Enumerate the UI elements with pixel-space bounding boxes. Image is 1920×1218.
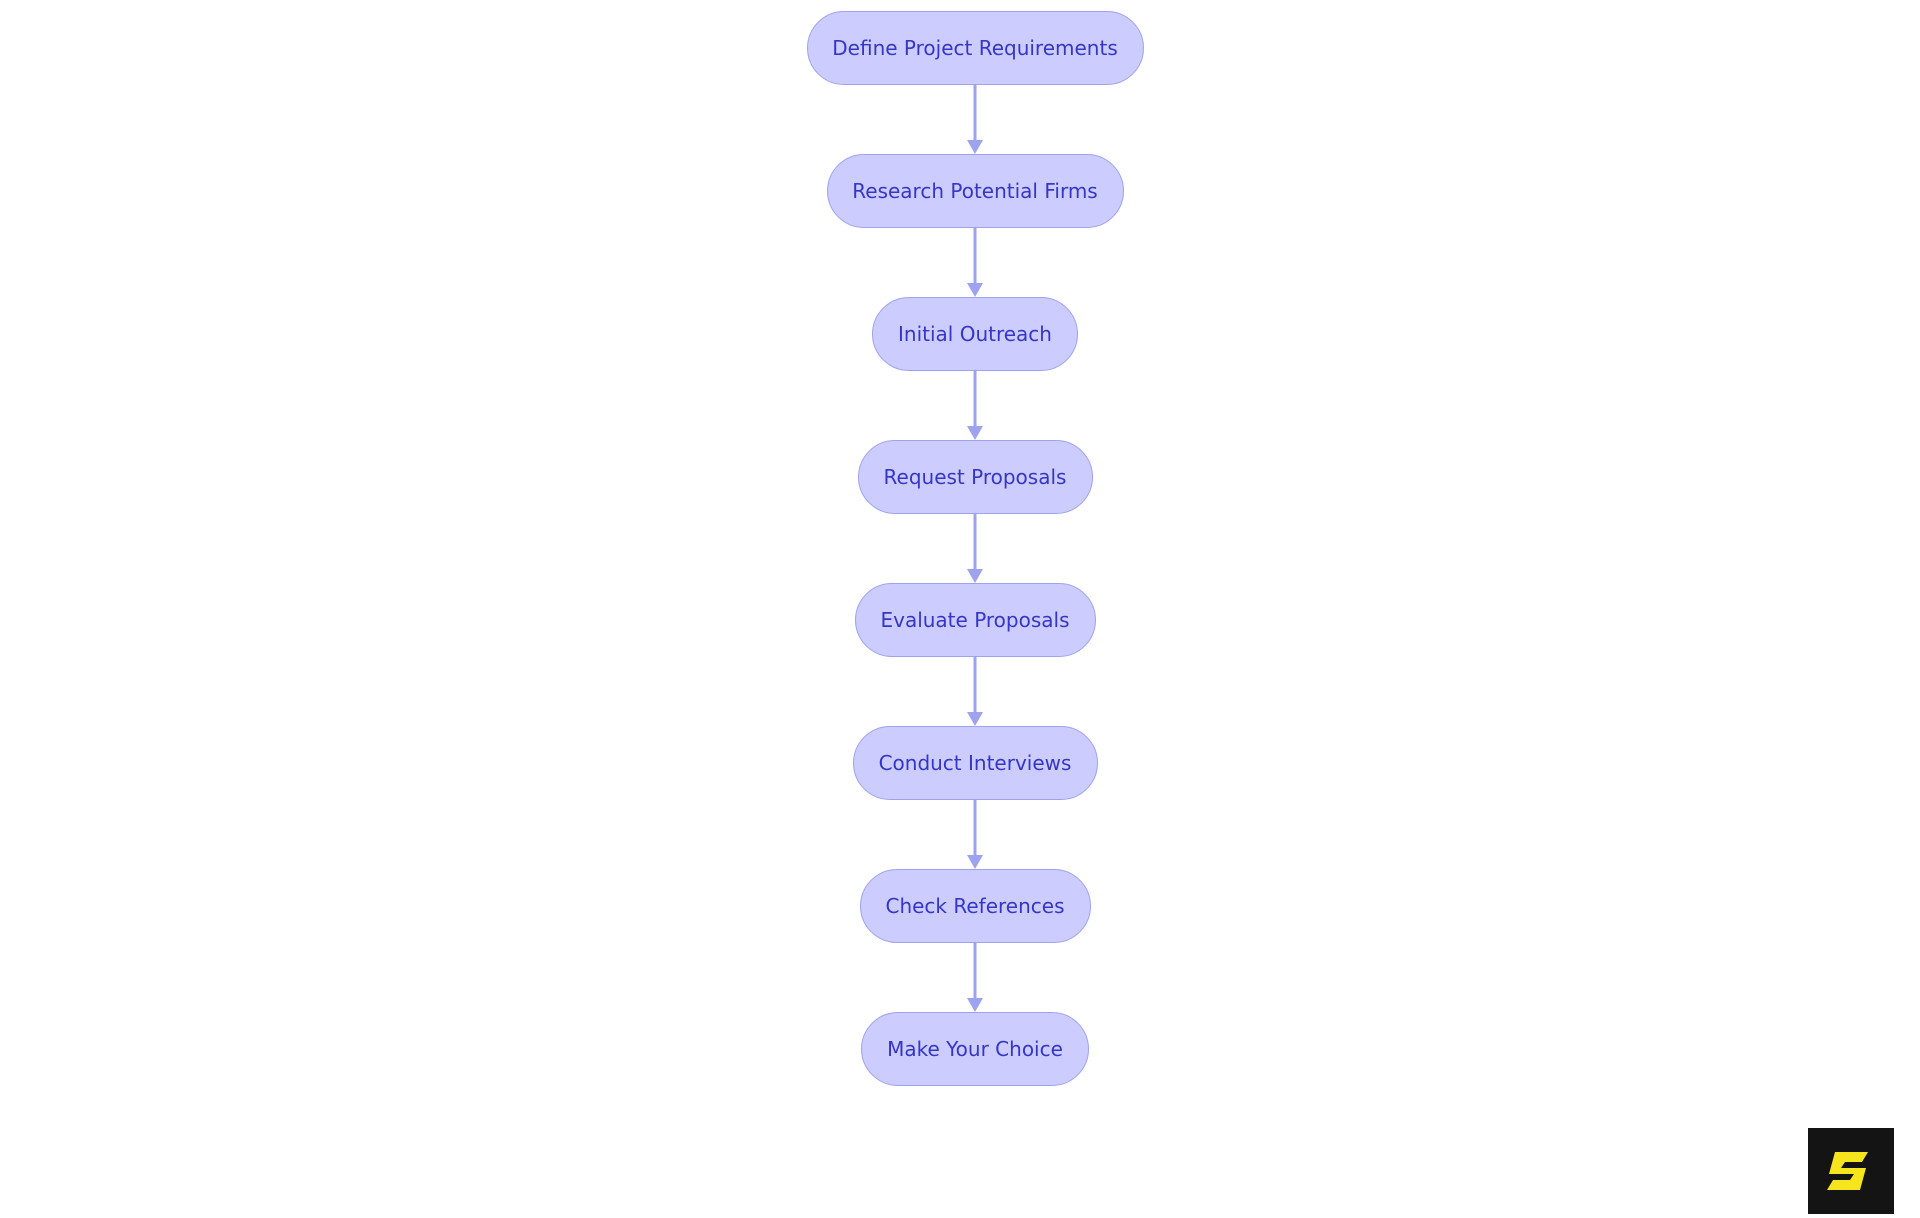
flow-node[interactable]: Conduct Interviews [852, 726, 1098, 800]
arrowhead-icon [967, 283, 983, 297]
flow-arrow [967, 657, 983, 726]
flow-node[interactable]: Research Potential Firms [826, 154, 1124, 228]
arrowhead-icon [967, 140, 983, 154]
flow-node[interactable]: Request Proposals [857, 440, 1093, 514]
flow-node[interactable]: Check References [859, 869, 1091, 943]
flow-arrow [967, 85, 983, 154]
arrowhead-icon [967, 569, 983, 583]
flow-arrow [967, 371, 983, 440]
flow-arrow [967, 514, 983, 583]
flow-node[interactable]: Define Project Requirements [806, 11, 1144, 85]
flow-arrow [967, 228, 983, 297]
arrowhead-icon [967, 712, 983, 726]
node-label: Initial Outreach [898, 322, 1052, 346]
node-label: Make Your Choice [887, 1037, 1063, 1061]
flow-arrow [967, 800, 983, 869]
flow-node[interactable]: Evaluate Proposals [854, 583, 1096, 657]
node-label: Define Project Requirements [832, 36, 1118, 60]
flow-arrow [967, 943, 983, 1012]
node-label: Check References [885, 894, 1065, 918]
arrowhead-icon [967, 426, 983, 440]
arrowhead-icon [967, 998, 983, 1012]
node-label: Request Proposals [883, 465, 1067, 489]
flow-node[interactable]: Make Your Choice [861, 1012, 1089, 1086]
flow-node[interactable]: Initial Outreach [872, 297, 1078, 371]
logo-badge [1808, 1128, 1894, 1214]
node-label: Conduct Interviews [878, 751, 1072, 775]
node-label: Evaluate Proposals [880, 608, 1070, 632]
node-label: Research Potential Firms [852, 179, 1098, 203]
s-lightning-logo-icon [1827, 1152, 1868, 1190]
arrowhead-icon [967, 855, 983, 869]
